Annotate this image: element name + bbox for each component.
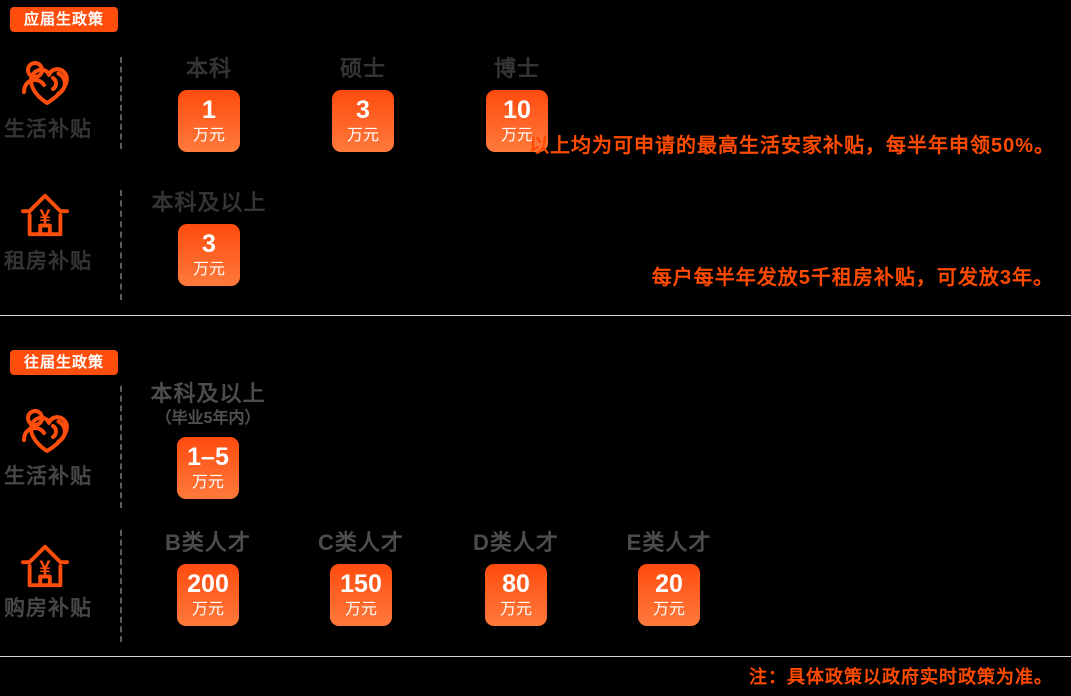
living-subsidy-note: 以上均为可申请的最高生活安家补贴，每半年申领50%。 <box>528 135 1055 157</box>
column-header: C类人才 <box>318 530 404 555</box>
column-header: 本科及以上 <box>150 381 266 406</box>
dashed-separator <box>120 57 122 149</box>
tile-value: 80 <box>502 570 530 599</box>
column-phd: 博士 10 万元 <box>455 56 579 152</box>
column-master: 硕士 3 万元 <box>301 56 425 152</box>
tile-unit: 万元 <box>500 126 533 144</box>
value-tile: 80 万元 <box>485 564 547 626</box>
column-subheader: （毕业5年内） <box>155 410 261 427</box>
column-talent-d: D类人才 80 万元 <box>454 530 578 626</box>
rent-subsidy-note: 每户每半年发放5千租房补贴，可发放3年。 <box>651 267 1054 289</box>
column-header: 硕士 <box>339 56 386 81</box>
house-yen-icon: ¥ <box>20 189 70 241</box>
column-header: 本科 <box>185 56 232 81</box>
footer-divider <box>0 656 1071 657</box>
tile-unit: 万元 <box>192 126 225 144</box>
svg-text:¥: ¥ <box>39 558 51 580</box>
tile-unit: 万元 <box>191 473 224 491</box>
value-tile: 3 万元 <box>178 224 240 286</box>
tile-unit: 万元 <box>652 600 685 618</box>
dashed-separator <box>120 190 122 300</box>
value-tile: 1–5 万元 <box>177 437 239 499</box>
section-divider <box>0 315 1071 316</box>
value-tile: 200 万元 <box>177 564 239 626</box>
column-header: E类人才 <box>626 530 712 555</box>
value-tile: 1 万元 <box>178 90 240 152</box>
tile-value: 200 <box>187 570 229 599</box>
row-label-purchase-subsidy: 购房补贴 <box>4 597 92 620</box>
house-yen-icon: ¥ <box>20 540 70 592</box>
column-header: D类人才 <box>473 530 559 555</box>
svg-text:¥: ¥ <box>39 207 51 229</box>
tile-value: 1–5 <box>187 443 229 472</box>
value-tile: 20 万元 <box>638 564 700 626</box>
column-header: 博士 <box>493 56 540 81</box>
tile-value: 10 <box>503 96 531 125</box>
disclaimer-note: 注：具体政策以政府实时政策为准。 <box>749 667 1053 687</box>
row-label-living-subsidy: 生活补贴 <box>4 118 92 141</box>
column-bachelor-and-above: 本科及以上 （毕业5年内） 1–5 万元 <box>146 381 270 499</box>
row-label-living-subsidy: 生活补贴 <box>4 465 92 488</box>
tile-value: 150 <box>340 570 382 599</box>
column-header: 本科及以上 <box>151 190 267 215</box>
column-bachelor-and-above: 本科及以上 3 万元 <box>147 190 271 286</box>
tile-unit: 万元 <box>346 126 379 144</box>
care-heart-icon <box>20 56 72 108</box>
column-header: B类人才 <box>165 530 251 555</box>
column-talent-b: B类人才 200 万元 <box>146 530 270 626</box>
value-tile: 10 万元 <box>486 90 548 152</box>
care-heart-icon <box>20 404 72 456</box>
value-tile: 150 万元 <box>330 564 392 626</box>
previous-policy-badge: 往届生政策 <box>10 350 119 375</box>
tile-unit: 万元 <box>192 260 225 278</box>
tile-value: 20 <box>655 570 683 599</box>
dashed-separator <box>120 386 122 508</box>
row-label-rent-subsidy: 租房补贴 <box>4 250 92 273</box>
tile-unit: 万元 <box>499 600 532 618</box>
column-talent-e: E类人才 20 万元 <box>607 530 731 626</box>
fresh-policy-badge: 应届生政策 <box>10 7 119 32</box>
tile-unit: 万元 <box>191 600 224 618</box>
tile-value: 1 <box>202 96 216 125</box>
tile-unit: 万元 <box>344 600 377 618</box>
value-tile: 3 万元 <box>332 90 394 152</box>
column-bachelor: 本科 1 万元 <box>147 56 271 152</box>
column-talent-c: C类人才 150 万元 <box>299 530 423 626</box>
dashed-separator <box>120 530 122 642</box>
tile-value: 3 <box>202 230 216 259</box>
tile-value: 3 <box>356 96 370 125</box>
